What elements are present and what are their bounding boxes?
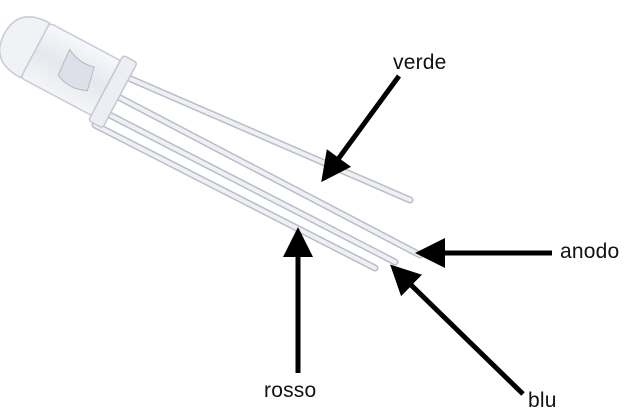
label-verde: verde xyxy=(393,51,447,74)
label-arrows xyxy=(283,74,552,396)
label-rosso: rosso xyxy=(264,379,317,402)
arrow-green xyxy=(321,74,402,183)
label-blu: blu xyxy=(528,389,557,412)
led-body xyxy=(0,16,137,128)
label-anodo: anodo xyxy=(560,240,620,263)
led-leads xyxy=(91,66,424,272)
arrow-blue xyxy=(390,264,525,396)
